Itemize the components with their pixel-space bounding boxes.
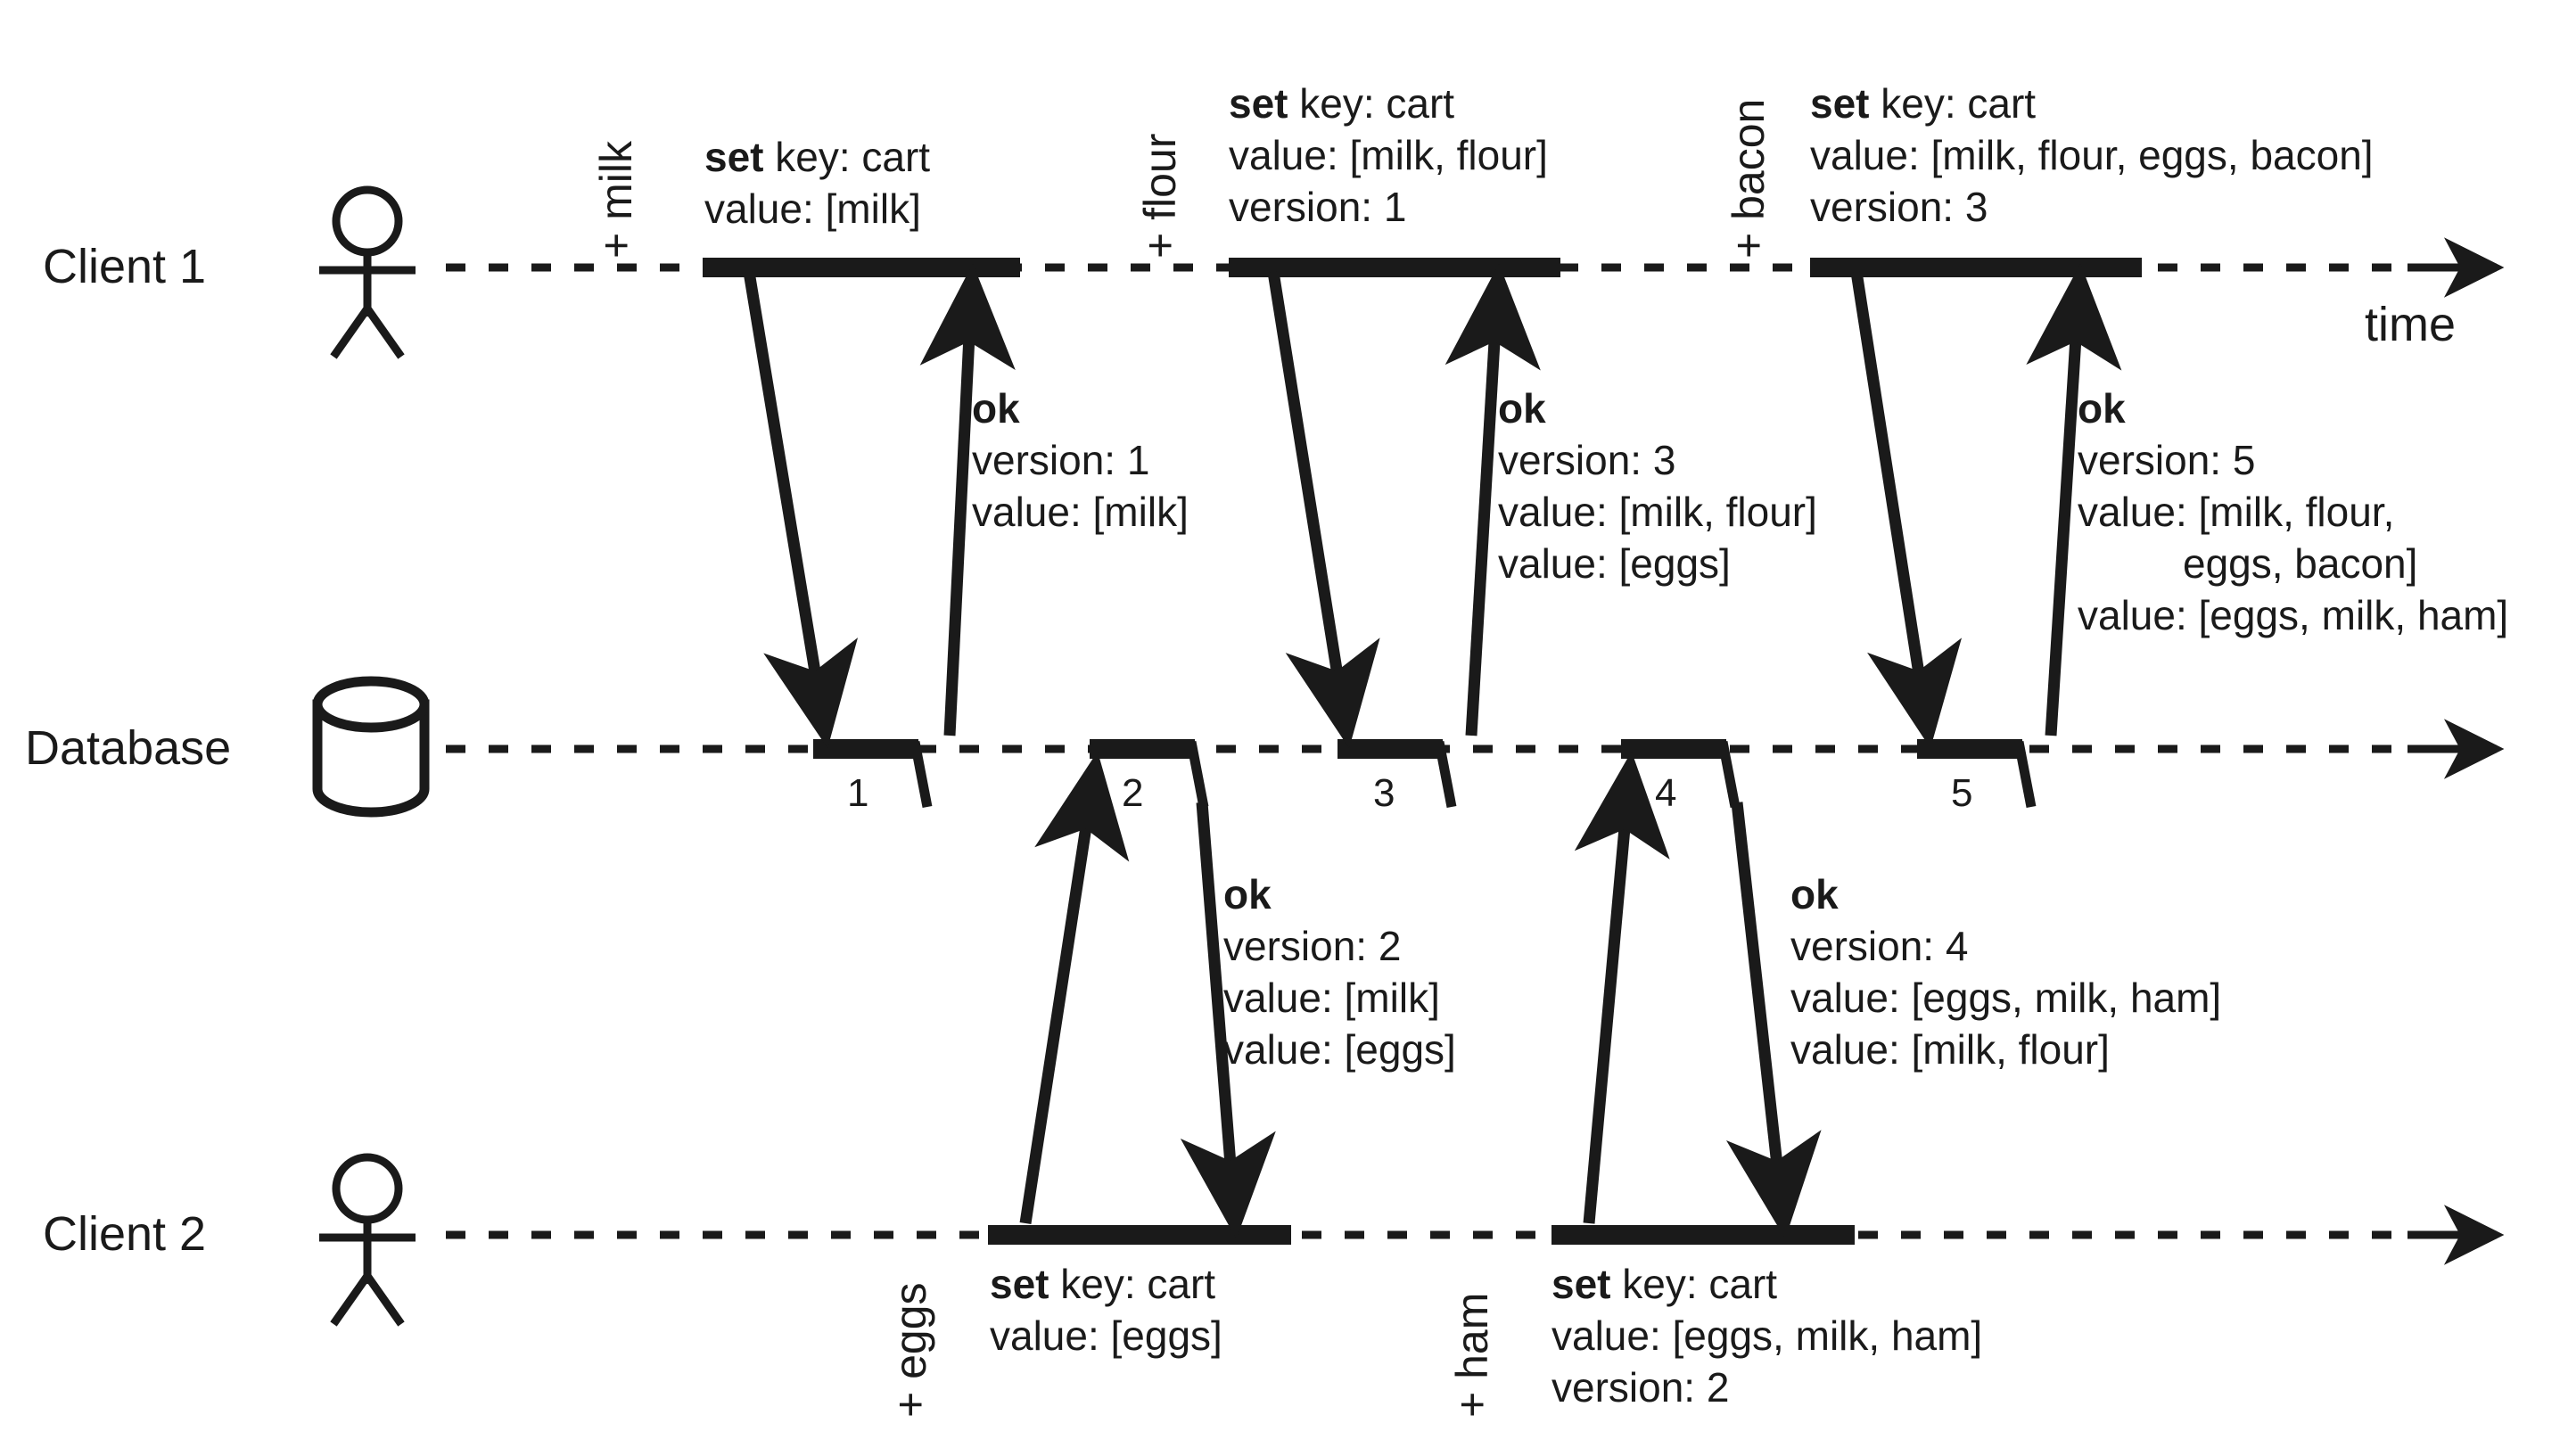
time-axis-label: time (2365, 298, 2457, 351)
request-keyword: set (1552, 1261, 1611, 1307)
response-keyword: ok (972, 385, 1020, 432)
response-line2: value: [milk] (1223, 974, 1440, 1021)
request-line3: version: 2 (1552, 1363, 1730, 1411)
response-block-client2-2: ok version: 4 value: [eggs, milk, ham] v… (1790, 869, 2221, 1076)
request-line2: value: [milk, flour, eggs, bacon] (1810, 131, 2374, 178)
activation-stub-db-5 (2013, 740, 2037, 809)
activation-bar-client2-1 (988, 1225, 1291, 1245)
request-block-client1-1: set key: cart value: [milk] (704, 132, 930, 235)
request-line3: version: 3 (1810, 183, 1988, 230)
activation-stub-db-4 (1717, 740, 1741, 809)
lifeline-label-client2: Client 2 (43, 1207, 207, 1261)
activation-bar-db-1 (813, 739, 918, 759)
request-line1: key: cart (1299, 80, 1455, 127)
activation-bar-db-3 (1338, 739, 1443, 759)
response-keyword: ok (1498, 385, 1546, 432)
message-arrow-db-ok-1 (919, 263, 1016, 736)
response-line4: value: [eggs, milk, ham] (2078, 591, 2509, 638)
request-block-client1-2: set key: cart value: [milk, flour] versi… (1229, 78, 1548, 234)
response-line3: value: [eggs] (1223, 1025, 1456, 1073)
activation-stub-db-2 (1186, 740, 1209, 809)
activation-stub-db-1 (910, 740, 933, 809)
client2-action-eggs: + eggs (885, 1282, 935, 1418)
db-event-seq-4: 4 (1655, 771, 1677, 815)
lifeline-label-client1: Client 1 (43, 240, 207, 293)
actor-icon-client2 (319, 1153, 416, 1327)
message-arrow-c1-set-1 (743, 270, 859, 749)
request-line1: key: cart (775, 134, 931, 180)
request-block-client2-2: set key: cart value: [eggs, milk, ham] v… (1552, 1259, 1982, 1414)
response-line2: value: [milk, flour] (1498, 488, 1817, 535)
activation-bar-db-2 (1090, 739, 1195, 759)
message-arrow-db-ok-c2-2 (1725, 802, 1822, 1239)
response-line3: value: [milk, flour] (1790, 1025, 2110, 1073)
message-arrow-c1-set-3 (1850, 271, 1963, 749)
response-line1: version: 3 (1498, 436, 1676, 483)
response-line2: value: [eggs, milk, ham] (1790, 974, 2222, 1021)
activation-bar-db-5 (1917, 739, 2022, 759)
request-block-client1-3: set key: cart value: [milk, flour, eggs,… (1810, 78, 2374, 234)
response-line3: value: [eggs] (1498, 539, 1731, 587)
client1-action-flour: + flour (1135, 133, 1185, 259)
response-line2: value: [milk] (972, 488, 1189, 535)
message-arrow-db-ok-3 (2026, 263, 2122, 736)
request-line1: key: cart (1060, 1261, 1216, 1307)
message-arrow-c2-set-2 (1574, 751, 1670, 1224)
request-line1: key: cart (1881, 80, 2037, 127)
request-keyword: set (1229, 80, 1288, 127)
db-event-seq-1: 1 (847, 771, 869, 815)
activation-bar-client2-3 (1552, 1225, 1855, 1245)
lifeline-client2 (446, 1205, 2505, 1265)
lifeline-database (446, 719, 2505, 809)
request-keyword: set (990, 1261, 1049, 1307)
message-arrow-c2-set-1 (1019, 751, 1130, 1224)
client2-action-ham: + ham (1447, 1292, 1497, 1418)
request-line3: version: 1 (1229, 183, 1407, 230)
response-line2: value: [milk, flour, (2078, 488, 2395, 535)
activation-stub-db-3 (1434, 740, 1457, 809)
response-line3: eggs, bacon] (2183, 539, 2418, 587)
activation-bar-db-4 (1621, 739, 1726, 759)
request-keyword: set (704, 134, 764, 180)
lifeline-label-database: Database (25, 721, 232, 775)
response-block-client1-1: ok version: 1 value: [milk] (972, 383, 1189, 539)
db-event-seq-5: 5 (1951, 771, 1973, 815)
client1-action-milk: + milk (591, 141, 641, 259)
client1-action-bacon: + bacon (1724, 98, 1774, 259)
request-line2: value: [milk, flour] (1229, 131, 1548, 178)
request-keyword: set (1810, 80, 1870, 127)
request-line2: value: [eggs] (990, 1312, 1222, 1359)
response-keyword: ok (1790, 871, 1839, 917)
actor-icon-client1 (319, 185, 416, 359)
response-line1: version: 2 (1223, 922, 1402, 969)
db-event-seq-3: 3 (1373, 771, 1395, 815)
response-line1: version: 5 (2078, 436, 2256, 483)
message-arrow-db-ok-c2-1 (1180, 802, 1276, 1239)
database-cylinder-icon (312, 676, 430, 818)
request-line2: value: [milk] (704, 185, 921, 232)
db-event-seq-2: 2 (1122, 771, 1144, 815)
request-block-client2-1: set key: cart value: [eggs] (990, 1259, 1222, 1362)
response-block-client1-2: ok version: 3 value: [milk, flour] value… (1498, 383, 1817, 590)
response-keyword: ok (1223, 871, 1272, 917)
request-line1: key: cart (1622, 1261, 1778, 1307)
message-arrow-c1-set-2 (1267, 270, 1380, 749)
request-line2: value: [eggs, milk, ham] (1552, 1312, 1983, 1359)
response-block-client2-1: ok version: 2 value: [milk] value: [eggs… (1223, 869, 1456, 1076)
response-line1: version: 1 (972, 436, 1150, 483)
response-line1: version: 4 (1790, 922, 1969, 969)
response-keyword: ok (2078, 385, 2126, 432)
message-arrow-db-ok-2 (1444, 263, 1541, 736)
response-block-client1-3: ok version: 5 value: [milk, flour, eggs,… (2078, 383, 2508, 642)
